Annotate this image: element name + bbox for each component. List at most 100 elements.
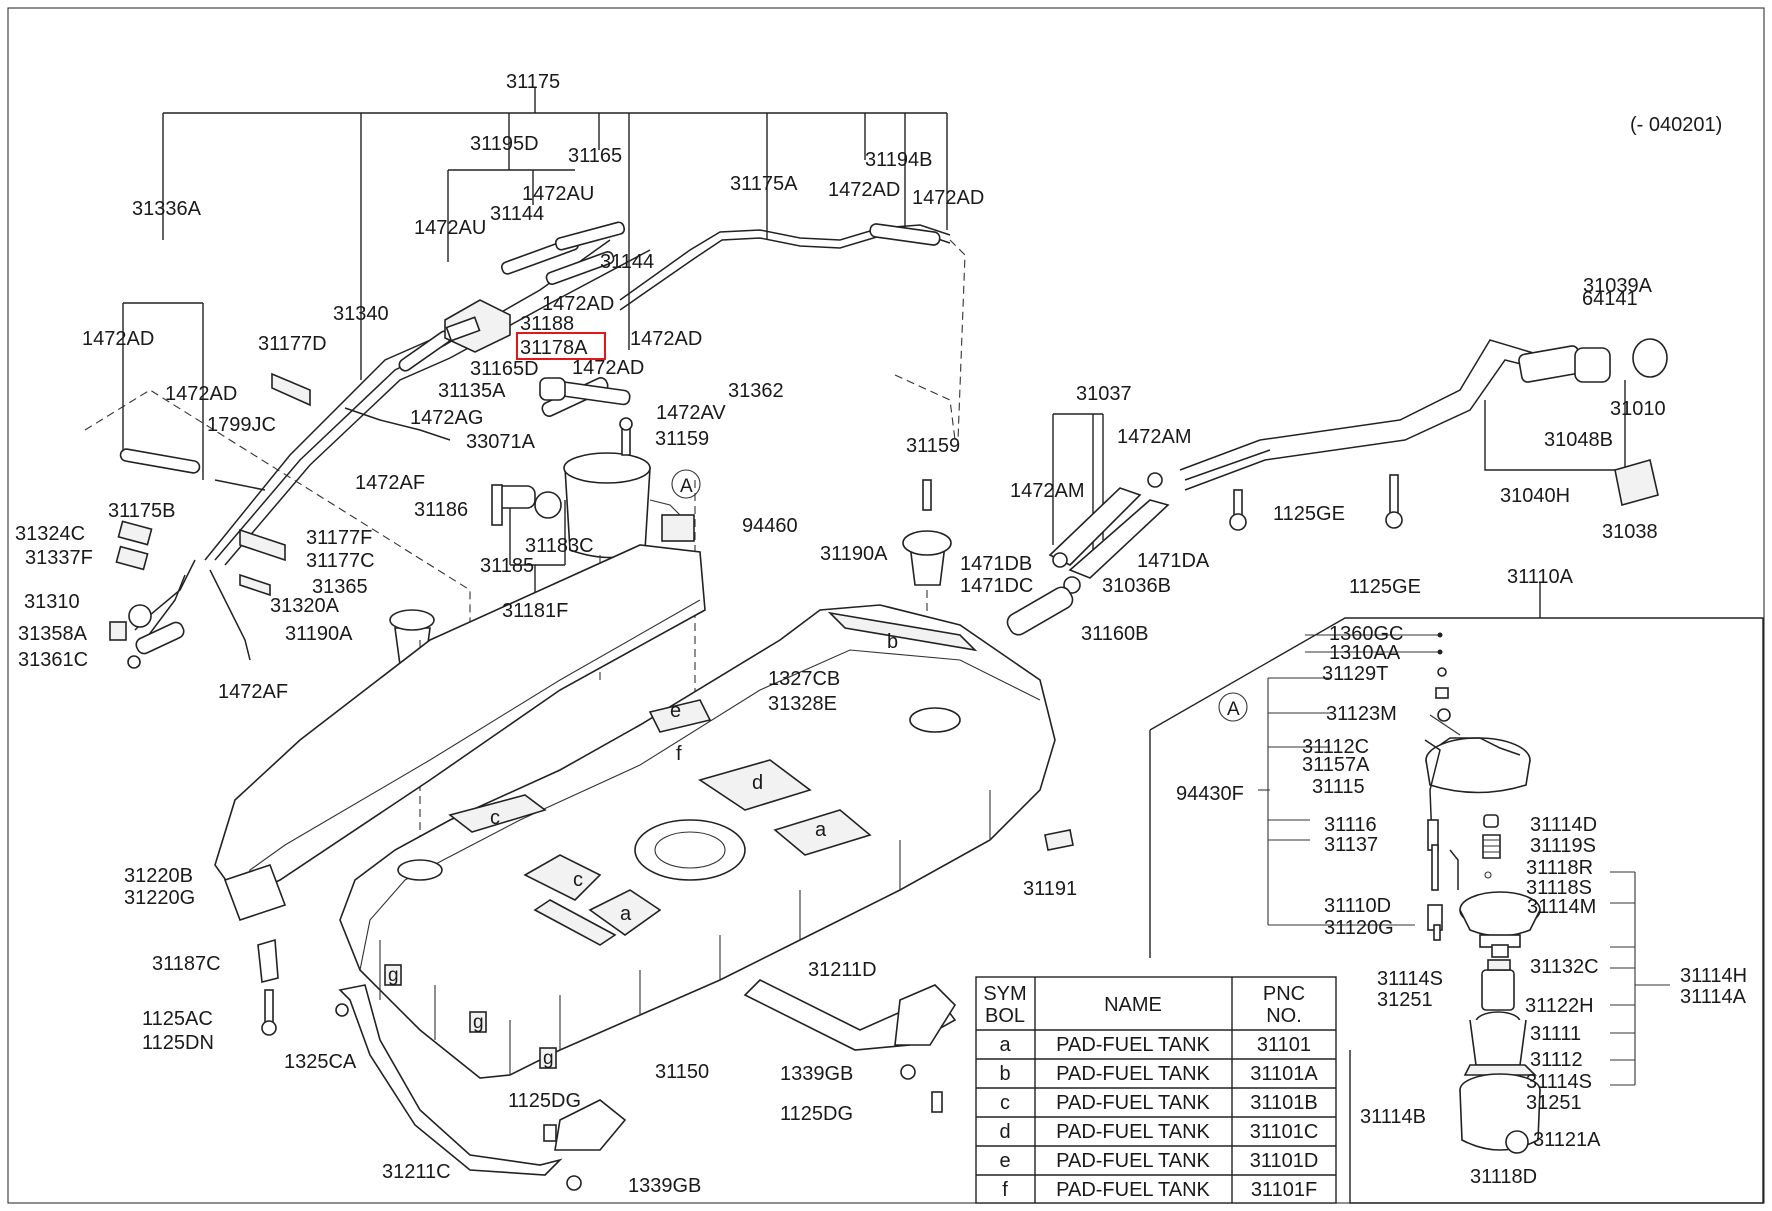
part-label-31112: 31112 (1530, 1049, 1583, 1071)
part-label-1471dc: 1471DC (960, 575, 1033, 597)
table-cell-name: PAD-FUEL TANK (1056, 1121, 1210, 1143)
part-label-31183c: 31183C (525, 535, 594, 557)
part-label-31185: 31185 (480, 555, 534, 577)
table-header-pnc-2: NO. (1266, 1005, 1302, 1027)
part-label-1472ag: 1472AG (410, 407, 483, 429)
part-label-1472ad_e: 1472AD (630, 328, 702, 350)
part-label-a_a: A (680, 476, 693, 497)
part-label-1125dg_a: 1125DG (508, 1090, 581, 1112)
part-label-31211d: 31211D (808, 959, 877, 981)
part-label-31112c: 31112C (1302, 736, 1369, 758)
part-label-31122h: 31122H (1525, 995, 1594, 1017)
part-label-1472ad_g: 1472AD (572, 357, 644, 379)
tank-straps (335, 979, 957, 1191)
part-label-64141: 64141 (1582, 288, 1638, 310)
pad-letter-g3: g (543, 1048, 554, 1069)
part-label-31111: 31111 (1530, 1023, 1581, 1045)
part-label-31115: 31115 (1312, 776, 1365, 798)
part-label-31159_b: 31159 (906, 435, 960, 457)
filler-neck-assembly (902, 338, 1668, 851)
table-cell-pnc: 31101C (1250, 1121, 1319, 1143)
part-label-1327cb: 1327CB (768, 668, 840, 690)
variant-code: (- 040201) (1630, 114, 1722, 136)
part-label-1472ad_f: 1472AD (165, 383, 237, 405)
part-label-31150: 31150 (655, 1061, 709, 1083)
table-cell-name: PAD-FUEL TANK (1056, 1063, 1210, 1085)
part-label-31190a_b: 31190A (820, 543, 888, 565)
part-label-1471db: 1471DB (960, 553, 1032, 575)
part-label-31159_a: 31159 (655, 428, 709, 450)
part-label-31186: 31186 (414, 499, 468, 521)
part-label-31365: 31365 (312, 576, 368, 598)
part-label-31039a: 31039A (1583, 275, 1653, 297)
part-label-31120g: 31120G (1324, 917, 1394, 939)
part-label-31036b: 31036B (1102, 575, 1171, 597)
pad-letter-a2: a (815, 819, 827, 841)
part-label-31037: 31037 (1076, 383, 1132, 405)
diagram-frame (7, 7, 1765, 1204)
part-label-31114h: 31114H (1680, 965, 1747, 987)
table-cell-name: PAD-FUEL TANK (1056, 1179, 1210, 1201)
part-label-31114s_b: 31114S (1526, 1071, 1592, 1093)
table-header-symbol-2: BOL (985, 1005, 1025, 1027)
table-cell-pnc: 31101D (1250, 1150, 1319, 1172)
part-label-31114s_a: 31114S (1377, 968, 1443, 990)
part-label-31310: 31310 (24, 591, 80, 613)
part-label-1472au_b: 1472AU (414, 217, 486, 239)
part-label-31129t: 31129T (1322, 663, 1388, 685)
part-label-31118s: 31118S (1526, 877, 1592, 899)
part-label-31195d: 31195D (470, 133, 539, 155)
highlight-box (516, 332, 606, 360)
table-header-symbol-1: SYM (983, 983, 1026, 1005)
table-cell-symbol: a (999, 1034, 1011, 1056)
part-label-31211c: 31211C (382, 1161, 451, 1183)
table-header-pnc-1: PNC (1263, 983, 1305, 1005)
part-label-1472au_a: 1472AU (522, 183, 594, 205)
part-label-94430f: 94430F (1176, 783, 1244, 805)
part-label-31177c: 31177C (306, 550, 375, 572)
part-label-1472av: 1472AV (656, 402, 726, 424)
pad-letter-a1: a (620, 903, 632, 925)
part-label-1310aa: 1310AA (1329, 642, 1401, 664)
pad-letter-c2: c (573, 869, 583, 891)
part-label-31135a: 31135A (438, 380, 506, 402)
part-label-1472af_b: 1472AF (218, 681, 288, 703)
part-label-31181f: 31181F (502, 600, 568, 622)
table-cell-symbol: d (999, 1121, 1010, 1143)
table-cell-pnc: 31101A (1250, 1063, 1318, 1085)
part-label-1339gb_b: 1339GB (780, 1063, 853, 1085)
part-label-31121a: 31121A (1533, 1129, 1601, 1151)
part-label-31187c: 31187C (152, 953, 221, 975)
part-label-31324c: 31324C (15, 523, 85, 545)
part-label-31114m: 31114M (1527, 896, 1596, 918)
table-cell-symbol: b (999, 1063, 1010, 1085)
part-label-31340: 31340 (333, 303, 389, 325)
part-label-a_b: A (1227, 699, 1240, 720)
part-label-31175a: 31175A (730, 173, 798, 195)
table-cell-pnc: 31101B (1250, 1092, 1317, 1114)
part-label-31175: 31175 (506, 71, 560, 93)
part-label-31188: 31188 (520, 313, 574, 335)
part-label-31110d: 31110D (1324, 895, 1391, 917)
part-label-31137: 31137 (1324, 834, 1378, 856)
table-header-name: NAME (1104, 994, 1162, 1016)
part-label-31251_a: 31251 (1377, 989, 1433, 1011)
part-label-31144_b: 31144 (600, 251, 654, 273)
table-cell-name: PAD-FUEL TANK (1056, 1034, 1210, 1056)
table-cell-symbol: e (999, 1150, 1010, 1172)
part-label-1472ad_a: 1472AD (828, 179, 900, 201)
pad-letter-b: b (887, 631, 898, 653)
marker-a-circle (671, 469, 701, 499)
part-label-31190a_a: 31190A (285, 623, 353, 645)
part-label-31144_a: 31144 (490, 203, 544, 225)
pad-letter-e: e (670, 700, 681, 722)
part-label-31010: 31010 (1610, 398, 1666, 420)
part-label-31114d: 31114D (1530, 814, 1597, 836)
part-label-31040h: 31040H (1500, 485, 1570, 507)
part-label-1471da: 1471DA (1137, 550, 1210, 572)
part-label-31177d: 31177D (258, 333, 327, 355)
